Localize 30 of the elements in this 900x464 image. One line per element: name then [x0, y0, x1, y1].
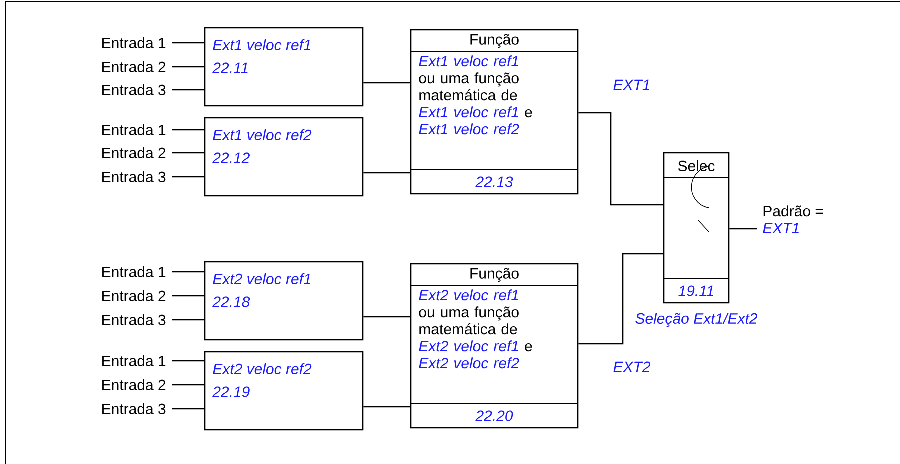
connector-line	[364, 82, 410, 84]
selector-block: Selec 19.11	[663, 152, 730, 304]
input-label: Entrada 3	[102, 314, 166, 326]
input-label: Entrada 2	[102, 290, 166, 302]
default-value-label: Padrão = EXT1	[763, 206, 824, 234]
edge-label: EXT2	[612, 360, 652, 374]
connector-line	[578, 253, 664, 345]
input-label: Entrada 2	[102, 62, 166, 72]
input-label: Entrada 3	[102, 404, 166, 414]
connector-line	[364, 172, 410, 174]
input-label: Entrada 1	[102, 124, 166, 136]
connector-line	[364, 406, 410, 408]
function-block: Função Ext1 veloc ref1 ou uma função matemática de Ext1 veloc ref1 e Ext1 veloc ref2 22.13	[410, 29, 579, 195]
input-label: Entrada 1	[102, 266, 166, 278]
reference-box: Ext1 veloc ref1 22.11	[204, 27, 364, 107]
connector-line	[730, 228, 757, 230]
connector-line	[364, 316, 410, 318]
reference-box: Ext1 veloc ref2 22.12	[204, 117, 364, 197]
edge-label: EXT1	[612, 78, 652, 92]
reference-box: Ext2 veloc ref1 22.18	[204, 261, 364, 341]
block-caption: Seleção Ext1/Ext2	[636, 313, 758, 327]
function-block: Função Ext2 veloc ref1 ou uma função matemática de Ext2 veloc ref1 e Ext2 veloc ref2 22.20	[410, 263, 579, 429]
input-label: Entrada 3	[102, 172, 166, 182]
reference-box: Ext2 veloc ref2 22.19	[204, 351, 364, 431]
input-label: Entrada 3	[102, 84, 166, 96]
input-label: Entrada 1	[102, 356, 166, 366]
input-label: Entrada 1	[102, 38, 166, 48]
input-label: Entrada 2	[102, 380, 166, 390]
input-label: Entrada 2	[102, 148, 166, 158]
connector-line	[578, 112, 664, 206]
